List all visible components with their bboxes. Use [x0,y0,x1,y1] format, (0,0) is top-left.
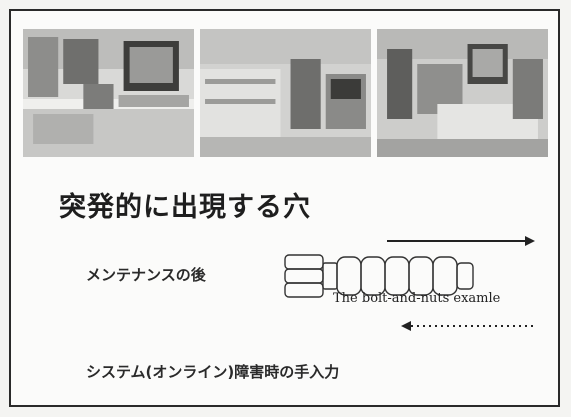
photo-machine-room [200,29,371,157]
photo-workstation [23,29,194,157]
item-system-failure-manual-input: システム(オンライン)障害時の手入力 [86,363,340,381]
slide-title: 突発的に出現する穴 [59,192,311,223]
bolt-shaft [322,262,338,290]
bolt-and-nuts-diagram [273,233,548,331]
photo-strip [23,29,548,157]
slide: 突発的に出現する穴 メンテナンスの後 [9,9,560,407]
bolt-head [284,254,324,298]
backward-arrowhead [401,321,411,331]
photo-lab [377,29,548,157]
diagram-caption: The bolt-and-nuts examle [333,291,501,306]
nut-series [336,256,474,296]
forward-arrowhead [525,236,535,246]
item-after-maintenance: メンテナンスの後 [86,266,206,284]
